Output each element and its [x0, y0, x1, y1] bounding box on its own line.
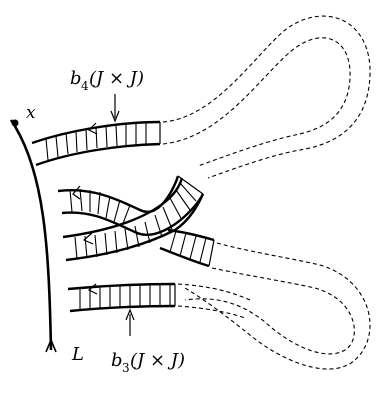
- pointer-arrow-b3: [125, 308, 135, 336]
- svg-text:(J × J): (J × J): [89, 68, 144, 89]
- band-right-stub: [159, 228, 215, 268]
- band-b4: [31, 120, 161, 167]
- svg-text:4: 4: [81, 79, 89, 93]
- curve-L-arrow: [45, 337, 57, 353]
- pointer-arrow-b4: [110, 94, 120, 123]
- band-right-dashed-inner: [184, 267, 355, 355]
- band-right-dashed-outer: [184, 242, 371, 370]
- svg-text:3: 3: [122, 361, 130, 375]
- svg-text:b: b: [70, 68, 82, 89]
- band-b3: [67, 282, 176, 313]
- point-x-dot: [11, 119, 19, 127]
- label-point-x: x: [26, 103, 36, 123]
- label-b4: b 4 (J × J): [70, 68, 144, 93]
- band-b4-dashed-inner: [162, 37, 351, 167]
- label-b3: b 3 (J × J): [111, 350, 185, 375]
- band-b3-dashed-outer: [177, 283, 251, 301]
- band-b3-dashed-inner: [177, 305, 246, 319]
- svg-text:(J × J): (J × J): [130, 350, 185, 371]
- label-curve-L: L: [71, 344, 84, 365]
- band-b4-dashed-outer: [162, 15, 371, 179]
- curve-L: [9, 119, 53, 351]
- svg-text:b: b: [111, 350, 123, 371]
- band-middle-lower: [62, 177, 205, 262]
